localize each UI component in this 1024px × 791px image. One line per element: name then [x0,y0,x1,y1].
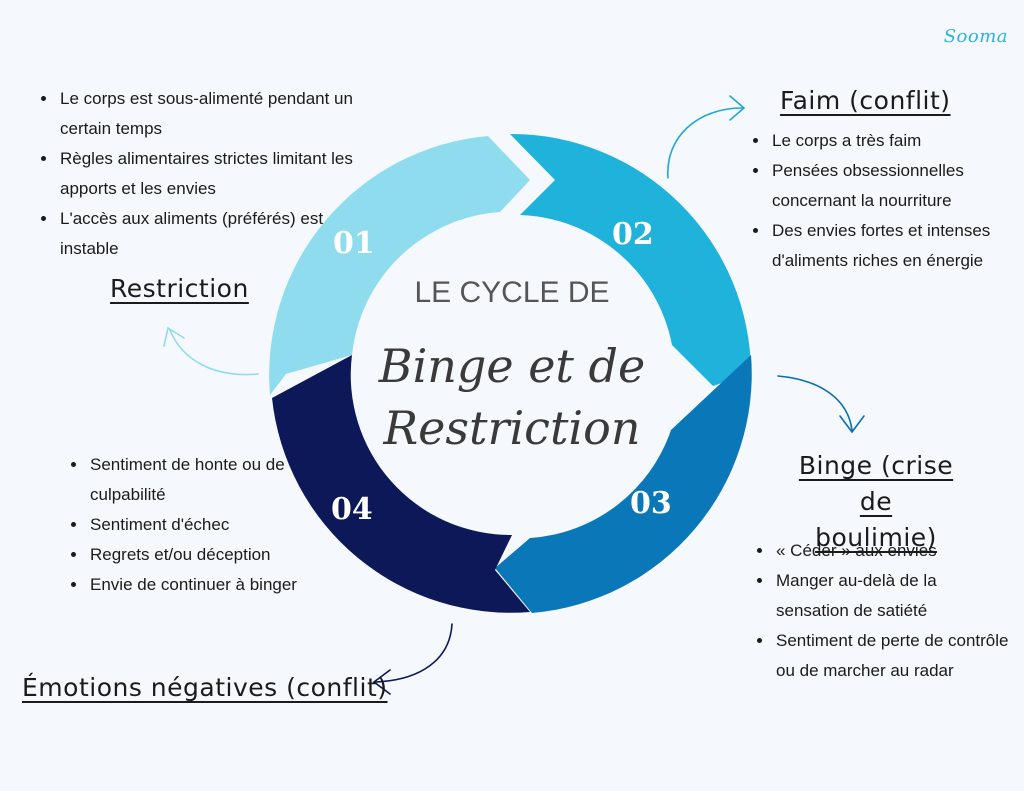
list-item: Sentiment de perte de contrôle ou de mar… [774,626,1014,686]
arrow-to-emotions [375,623,453,683]
list-item: Des envies fortes et intenses d'aliments… [770,216,1020,276]
segment-number-03: 03 [630,486,672,521]
center-script-line2: Restriction [383,401,641,455]
list-item: L'accès aux aliments (préférés) est inst… [58,204,368,264]
segment-number-01: 01 [333,226,375,261]
arrow-to-binge-head [839,415,865,434]
center-title: LE CYCLE DE [414,276,609,309]
segment-04 [272,355,530,613]
center-script-line1: Binge et de [378,339,645,393]
heading-restriction: Restriction [110,274,249,303]
binge-bullets: « Céder » aux envies Manger au-delà de l… [752,536,1014,686]
arrow-to-emotions-head [372,669,391,695]
restriction-bullets: Le corps est sous-alimenté pendant un ce… [36,84,368,264]
arrow-to-restriction-head [163,326,185,347]
heading-faim: Faim (conflit) [780,86,951,115]
segment-number-04: 04 [331,492,373,527]
segment-02 [510,133,751,386]
segment-03 [495,355,752,613]
arrow-to-binge [777,375,853,431]
segment-number-02: 02 [612,217,654,252]
heading-binge: Binge (crise de boulimie) [786,448,966,556]
list-item: Regrets et/ou déception [88,540,308,570]
list-item: « Céder » aux envies [774,536,1014,566]
list-item: Le corps a très faim [770,126,1020,156]
list-item: Pensées obsessionnelles concernant la no… [770,156,1020,216]
arrow-to-restriction [169,329,259,376]
list-item: Sentiment de honte ou de culpabilité [88,450,308,510]
list-item: Règles alimentaires strictes limitant le… [58,144,368,204]
faim-bullets: Le corps a très faim Pensées obsessionne… [748,126,1020,276]
brand-logo: Sooma [943,26,1008,47]
segment-01 [269,136,530,395]
center-circle [354,216,670,532]
cycle-ring [269,133,752,613]
heading-binge-line2: boulimie) [815,523,937,552]
arrow-to-faim [667,107,743,179]
list-item: Le corps est sous-alimenté pendant un ce… [58,84,368,144]
list-item: Envie de continuer à binger [88,570,308,600]
heading-binge-line1: Binge (crise de [798,451,954,516]
list-item: Sentiment d'échec [88,510,308,540]
emotions-bullets: Sentiment de honte ou de culpabilité Sen… [66,450,308,600]
heading-emotions: Émotions négatives (conflit) [22,673,388,702]
arrow-to-faim-head [729,95,746,121]
list-item: Manger au-delà de la sensation de satiét… [774,566,1014,626]
